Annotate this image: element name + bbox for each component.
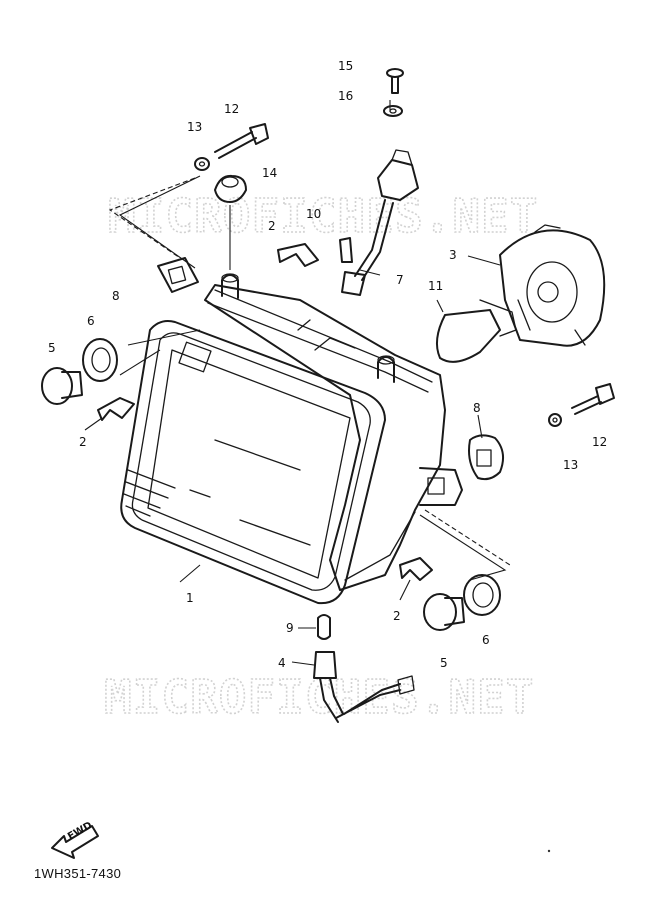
callout-5-right: 5: [440, 656, 448, 670]
collar-5-left: [41, 367, 83, 405]
callout-9: 9: [286, 621, 294, 635]
callout-2-left: 2: [79, 435, 87, 449]
washer-16: [383, 105, 403, 117]
callout-2-top: 2: [268, 219, 276, 233]
callout-4: 4: [278, 656, 286, 670]
callout-8-left: 8: [112, 289, 120, 303]
bolt-12-right: [571, 383, 615, 415]
damper-6-right: [463, 574, 501, 616]
clip-10: [339, 237, 353, 263]
callout-1: 1: [186, 591, 194, 605]
callout-14: 14: [262, 166, 277, 180]
bolt-12-top: [214, 123, 269, 159]
bulb-cover-3: [499, 224, 606, 347]
bracket-2-bottom: [399, 557, 433, 581]
pilot-bulb-9: [317, 614, 331, 640]
bulb-socket-cord-7: [341, 149, 419, 296]
stray-dot: [547, 849, 551, 853]
bracket-2-top: [277, 243, 319, 267]
headlight-housing: [120, 273, 463, 605]
callout-16: 16: [338, 89, 353, 103]
watermark-top: MICROFICHES.NET: [108, 189, 538, 243]
callout-5-left: 5: [48, 341, 56, 355]
bulb-11: [435, 299, 517, 363]
callout-8-right: 8: [473, 401, 481, 415]
callout-7: 7: [396, 273, 404, 287]
forward-label: FWD: [66, 820, 94, 843]
grommet-8-left: [157, 257, 199, 293]
callout-10: 10: [306, 207, 321, 221]
callout-6-right: 6: [482, 633, 490, 647]
callout-2-bottom: 2: [393, 609, 401, 623]
washer-13-top: [194, 157, 210, 171]
callout-3: 3: [449, 248, 457, 262]
leader-lines: [84, 100, 511, 666]
washer-13-right: [548, 413, 562, 427]
callout-11: 11: [428, 279, 443, 293]
callout-12-top: 12: [224, 102, 239, 116]
diagram-code: 1WH351-7430: [34, 866, 122, 881]
callout-13-right: 13: [563, 458, 578, 472]
grommet-14: [214, 174, 247, 203]
callout-13-top: 13: [187, 120, 202, 134]
callouts: 1 2 2 2 3 4 5 5 6 6 7 8 8 9 10 11 12 12 …: [48, 59, 607, 670]
bracket-2-left: [97, 397, 135, 421]
callout-6-left: 6: [87, 314, 95, 328]
pilot-socket-4: [313, 651, 415, 723]
callout-12-right: 12: [592, 435, 607, 449]
damper-6-left: [82, 338, 118, 382]
callout-15: 15: [338, 59, 353, 73]
screw-15: [386, 68, 404, 94]
forward-arrow-icon: FWD: [51, 820, 99, 859]
grommet-8-right: [468, 434, 505, 481]
collar-5-right: [423, 593, 465, 631]
